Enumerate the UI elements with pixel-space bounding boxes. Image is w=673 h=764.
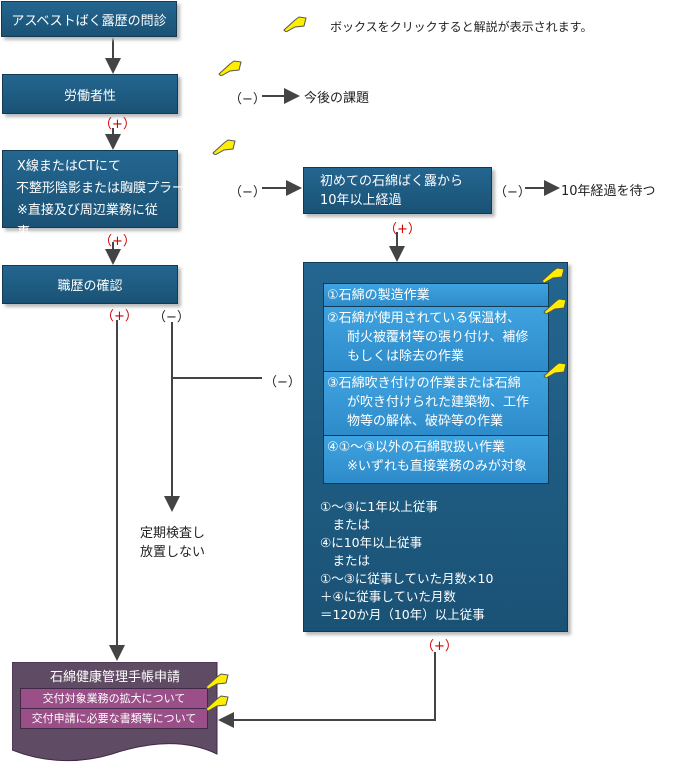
condition-line: ①〜③に従事していた月数×10 xyxy=(320,571,494,586)
work-item-line: ②石綿が使用されている保温材、 xyxy=(327,311,521,326)
first-exposure-box: 初めての石綿ばく露から 10年以上経過 xyxy=(303,167,492,214)
periodic-line: 定期検査し xyxy=(140,526,206,541)
work-item-line: 物等の解体、破砕等の作業 xyxy=(347,414,504,429)
application-title: 石綿健康管理手帳申請 xyxy=(49,670,180,685)
worker-status-box[interactable]: 労働者性 xyxy=(2,74,178,114)
plus-label: （+） xyxy=(101,309,138,324)
condition-line: ④に10年以上従事 xyxy=(320,535,423,550)
legend-text: ボックスをクリックすると解説が表示されます。 xyxy=(330,20,593,34)
pointing-hand-icon[interactable] xyxy=(543,298,567,314)
work-item-4: ④①〜③以外の石綿取扱い作業 ※いずれも直接業務のみが対象 xyxy=(323,435,549,484)
condition-line: ＋④に従事していた月数 xyxy=(320,589,456,604)
first-exposure-line: 初めての石綿ばく露から xyxy=(320,174,464,189)
pointing-hand-icon[interactable] xyxy=(543,362,567,378)
xray-line: X線またはCTにて xyxy=(17,159,121,174)
pointing-hand-icon xyxy=(283,16,307,32)
work-criteria-box: ①石綿の製造作業 ②石綿が使用されている保温材、 耐火被覆材等の張り付け、補修 … xyxy=(303,262,568,632)
title-box-label: アスベストばく露歴の問診 xyxy=(11,13,167,29)
minus-label: （−） xyxy=(153,310,190,325)
work-item-3[interactable]: ③石綿吹き付けの作業または石綿 が吹き付けられた建築物、工作 物等の解体、破砕等… xyxy=(323,371,549,436)
pointing-hand-icon[interactable] xyxy=(205,673,229,689)
work-item-line: が吹き付けられた建築物、工作 xyxy=(347,395,530,410)
pointing-hand-icon[interactable] xyxy=(212,139,236,155)
periodic-line: 放置しない xyxy=(140,545,206,560)
plus-label: （+） xyxy=(384,222,421,237)
work-item-1[interactable]: ①石綿の製造作業 xyxy=(323,283,549,307)
condition-line: ①〜③に1年以上従事 xyxy=(320,499,438,514)
work-item-line: もしくは除去の作業 xyxy=(347,349,465,364)
plus-label: （+） xyxy=(99,234,136,249)
asbestos-history-box: アスベストばく露歴の問診 xyxy=(1,1,177,37)
career-box-label: 職歴の確認 xyxy=(57,279,123,294)
xray-line: ※直接及び周辺業務に従事 xyxy=(17,203,158,240)
xray-box[interactable]: X線またはCTにて 不整形陰影または胸膜プラーク ※直接及び周辺業務に従事 xyxy=(2,150,199,240)
link-required-documents[interactable]: 交付申請に必要な書類等について xyxy=(20,708,208,729)
plus-label: （+） xyxy=(99,117,136,132)
wait-text: 10年経過を待つ xyxy=(561,184,656,199)
work-item-line: 耐火被覆材等の張り付け、補修 xyxy=(347,330,529,345)
plus-label: （+） xyxy=(421,639,458,654)
conditions-text: ①〜③に1年以上従事 または ④に10年以上従事 または ①〜③に従事していた月… xyxy=(320,498,493,624)
link-eligible-work-expansion[interactable]: 交付対象業務の拡大について xyxy=(20,688,208,709)
condition-line: ＝120か月（10年）以上従事 xyxy=(320,607,485,622)
periodic-check-text: 定期検査し 放置しない xyxy=(140,524,205,562)
worker-box-label: 労働者性 xyxy=(63,88,116,104)
minus-label: （−） xyxy=(494,185,531,200)
career-check-box: 職歴の確認 xyxy=(2,265,178,304)
condition-line: または xyxy=(320,517,371,532)
future-issue-text: 今後の課題 xyxy=(304,91,370,106)
minus-label: （−） xyxy=(264,375,301,390)
pointing-hand-icon[interactable] xyxy=(218,60,242,76)
work-item-2[interactable]: ②石綿が使用されている保温材、 耐火被覆材等の張り付け、補修 もしくは除去の作業 xyxy=(323,306,549,372)
pointing-hand-icon[interactable] xyxy=(205,695,229,711)
pointing-hand-icon[interactable] xyxy=(541,267,565,283)
minus-label: （−） xyxy=(229,185,266,200)
first-exposure-line: 10年以上経過 xyxy=(320,193,402,208)
minus-label: （−） xyxy=(229,92,266,107)
work-item-line: ※いずれも直接業務のみが対象 xyxy=(347,459,527,474)
work-item-line: ①石綿の製造作業 xyxy=(327,288,430,303)
work-item-line: ④①〜③以外の石綿取扱い作業 xyxy=(327,440,505,455)
xray-line: 不整形陰影または胸膜プラーク xyxy=(16,181,199,196)
condition-line: または xyxy=(320,553,371,568)
handbook-application-document: 石綿健康管理手帳申請 交付対象業務の拡大について 交付申請に必要な書類等について xyxy=(12,662,218,764)
work-item-line: ③石綿吹き付けの作業または石綿 xyxy=(327,376,521,391)
